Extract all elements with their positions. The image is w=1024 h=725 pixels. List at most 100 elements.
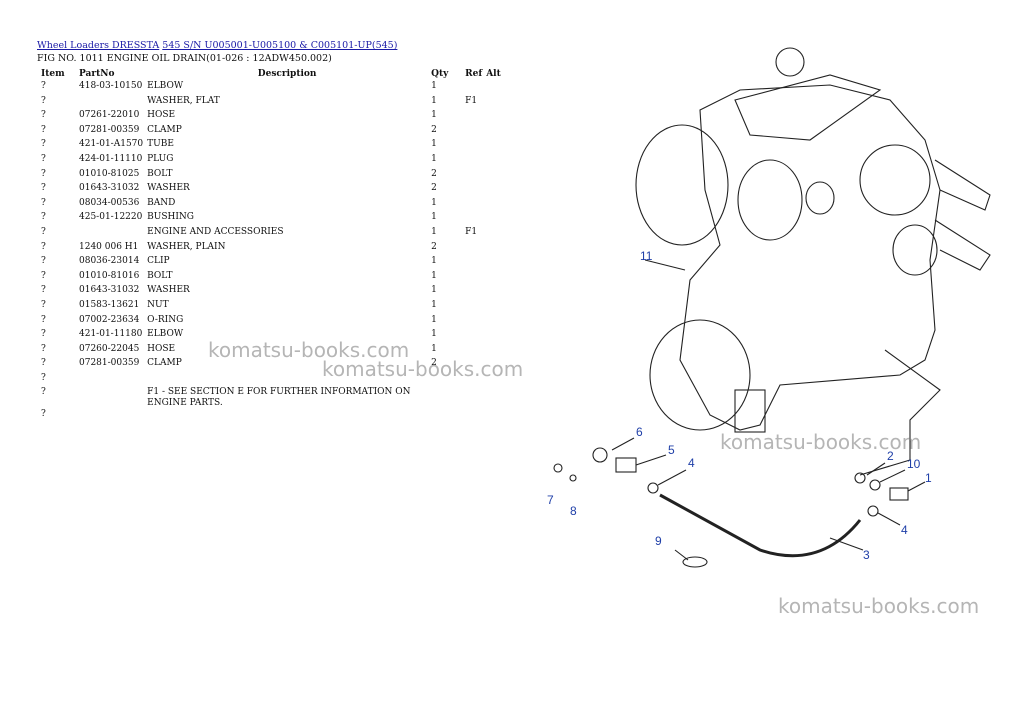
table-row: ? 424-01-11110 PLUG 1: [37, 154, 510, 169]
washer-part-4-left: [647, 482, 659, 494]
cell-item: ?: [41, 139, 46, 150]
washer-part-8: [569, 474, 577, 482]
cell-description: ELBOW: [147, 329, 184, 340]
cell-ref: [463, 329, 510, 344]
watermark-1: komatsu-books.com: [208, 338, 410, 362]
cell-description: CLAMP: [147, 358, 182, 369]
cell-ref: [463, 285, 510, 300]
cell-qty: [429, 387, 463, 409]
leader-11: [644, 259, 686, 271]
breadcrumb-link-serial[interactable]: 545 S/N U005001-U005100 & C005101-UP(545…: [162, 40, 398, 51]
watermark-2: komatsu-books.com: [322, 357, 524, 381]
leader-4b: [877, 512, 901, 526]
table-row: ? 07260-22045 HOSE 1: [37, 344, 510, 359]
cell-qty: 1: [431, 299, 437, 310]
cell-item: ?: [41, 343, 46, 354]
cell-partno: 08034-00536: [79, 197, 140, 208]
engine-fan-blade-2: [934, 219, 991, 271]
cell-description: WASHER: [147, 285, 190, 296]
header-partno: PartNo: [79, 68, 115, 79]
cell-description: HOSE: [147, 343, 176, 354]
callout-9: 9: [655, 534, 662, 548]
callout-6: 6: [636, 425, 643, 439]
cell-qty: 1: [431, 329, 437, 340]
engine-fan-blade: [934, 159, 991, 211]
cell-qty: [429, 409, 463, 424]
engine-lower-housing: [649, 319, 751, 431]
cell-partno: 1240 006 H1: [79, 241, 139, 252]
cell-partno: 07002-23634: [79, 314, 140, 325]
engine-cylinder-round: [737, 159, 803, 241]
o-ring-part-10: [869, 479, 881, 491]
cell-item: ?: [41, 95, 46, 106]
cell-ref: [463, 271, 510, 286]
header-alt: Alt: [486, 68, 501, 79]
breadcrumb: Wheel Loaders DRESSTA 545 S/N U005001-U0…: [37, 40, 397, 51]
cell-partno: 01010-81016: [79, 270, 140, 281]
cell-ref: [463, 409, 510, 424]
clamp-part-9: [682, 556, 708, 568]
parts-table: Item PartNo Description Qty Ref Alt ?418…: [37, 66, 510, 424]
cell-description: O-RING: [147, 314, 184, 325]
elbow-part-1: [889, 487, 909, 501]
engine-oil-drain-diagram: 11 6 5 4 2 10 1 7 8 4 9 3: [547, 47, 991, 568]
cell-ref: [463, 183, 510, 198]
breadcrumb-link-model[interactable]: Wheel Loaders DRESSTA: [37, 40, 160, 51]
cell-description: ENGINE AND ACCESSORIES: [147, 226, 284, 237]
cell-ref: [463, 242, 510, 257]
drain-route-line: [859, 349, 941, 476]
header-qty: Qty: [431, 68, 449, 79]
leader-4a: [657, 469, 687, 486]
cell-qty: 1: [431, 110, 437, 121]
cell-item: ?: [41, 270, 46, 281]
cell-description: NUT: [147, 299, 169, 310]
plug-part: [592, 447, 608, 463]
cell-ref: [463, 256, 510, 271]
cell-item: ?: [41, 183, 46, 194]
leader-3: [829, 537, 864, 551]
cell-item: ?: [41, 153, 46, 164]
engine-side-drum: [859, 144, 931, 216]
washer-part-4-right: [867, 505, 879, 517]
cell-qty: 2: [431, 124, 437, 135]
cell-qty: 1: [431, 197, 437, 208]
cell-qty: 1: [431, 153, 437, 164]
cell-ref: [463, 300, 510, 315]
cell-qty: 1: [431, 212, 437, 223]
callout-5: 5: [668, 443, 675, 457]
leader-6: [611, 437, 635, 451]
cell-description: [145, 409, 429, 424]
cell-qty: 1: [431, 343, 437, 354]
cell-partno: 424-01-11110: [79, 153, 143, 164]
cell-description: PLUG: [147, 153, 174, 164]
cell-item: ?: [41, 212, 46, 223]
cell-qty: 2: [431, 168, 437, 179]
callout-4b: 4: [901, 523, 908, 537]
cell-item: ?: [41, 387, 46, 398]
engine-side-cylinder: [892, 224, 938, 276]
callout-4a: 4: [688, 456, 695, 470]
table-row: ?: [37, 373, 510, 388]
table-header-row: Item PartNo Description Qty Ref Alt: [37, 66, 510, 81]
leader-10: [879, 469, 906, 483]
figure-title: FIG NO. 1011 ENGINE OIL DRAIN(01-026 : 1…: [37, 53, 332, 64]
cell-item: ?: [41, 285, 46, 296]
cell-partno: 01010-81025: [79, 168, 140, 179]
cell-partno: 07260-22045: [79, 343, 140, 354]
callout-10: 10: [907, 457, 921, 471]
